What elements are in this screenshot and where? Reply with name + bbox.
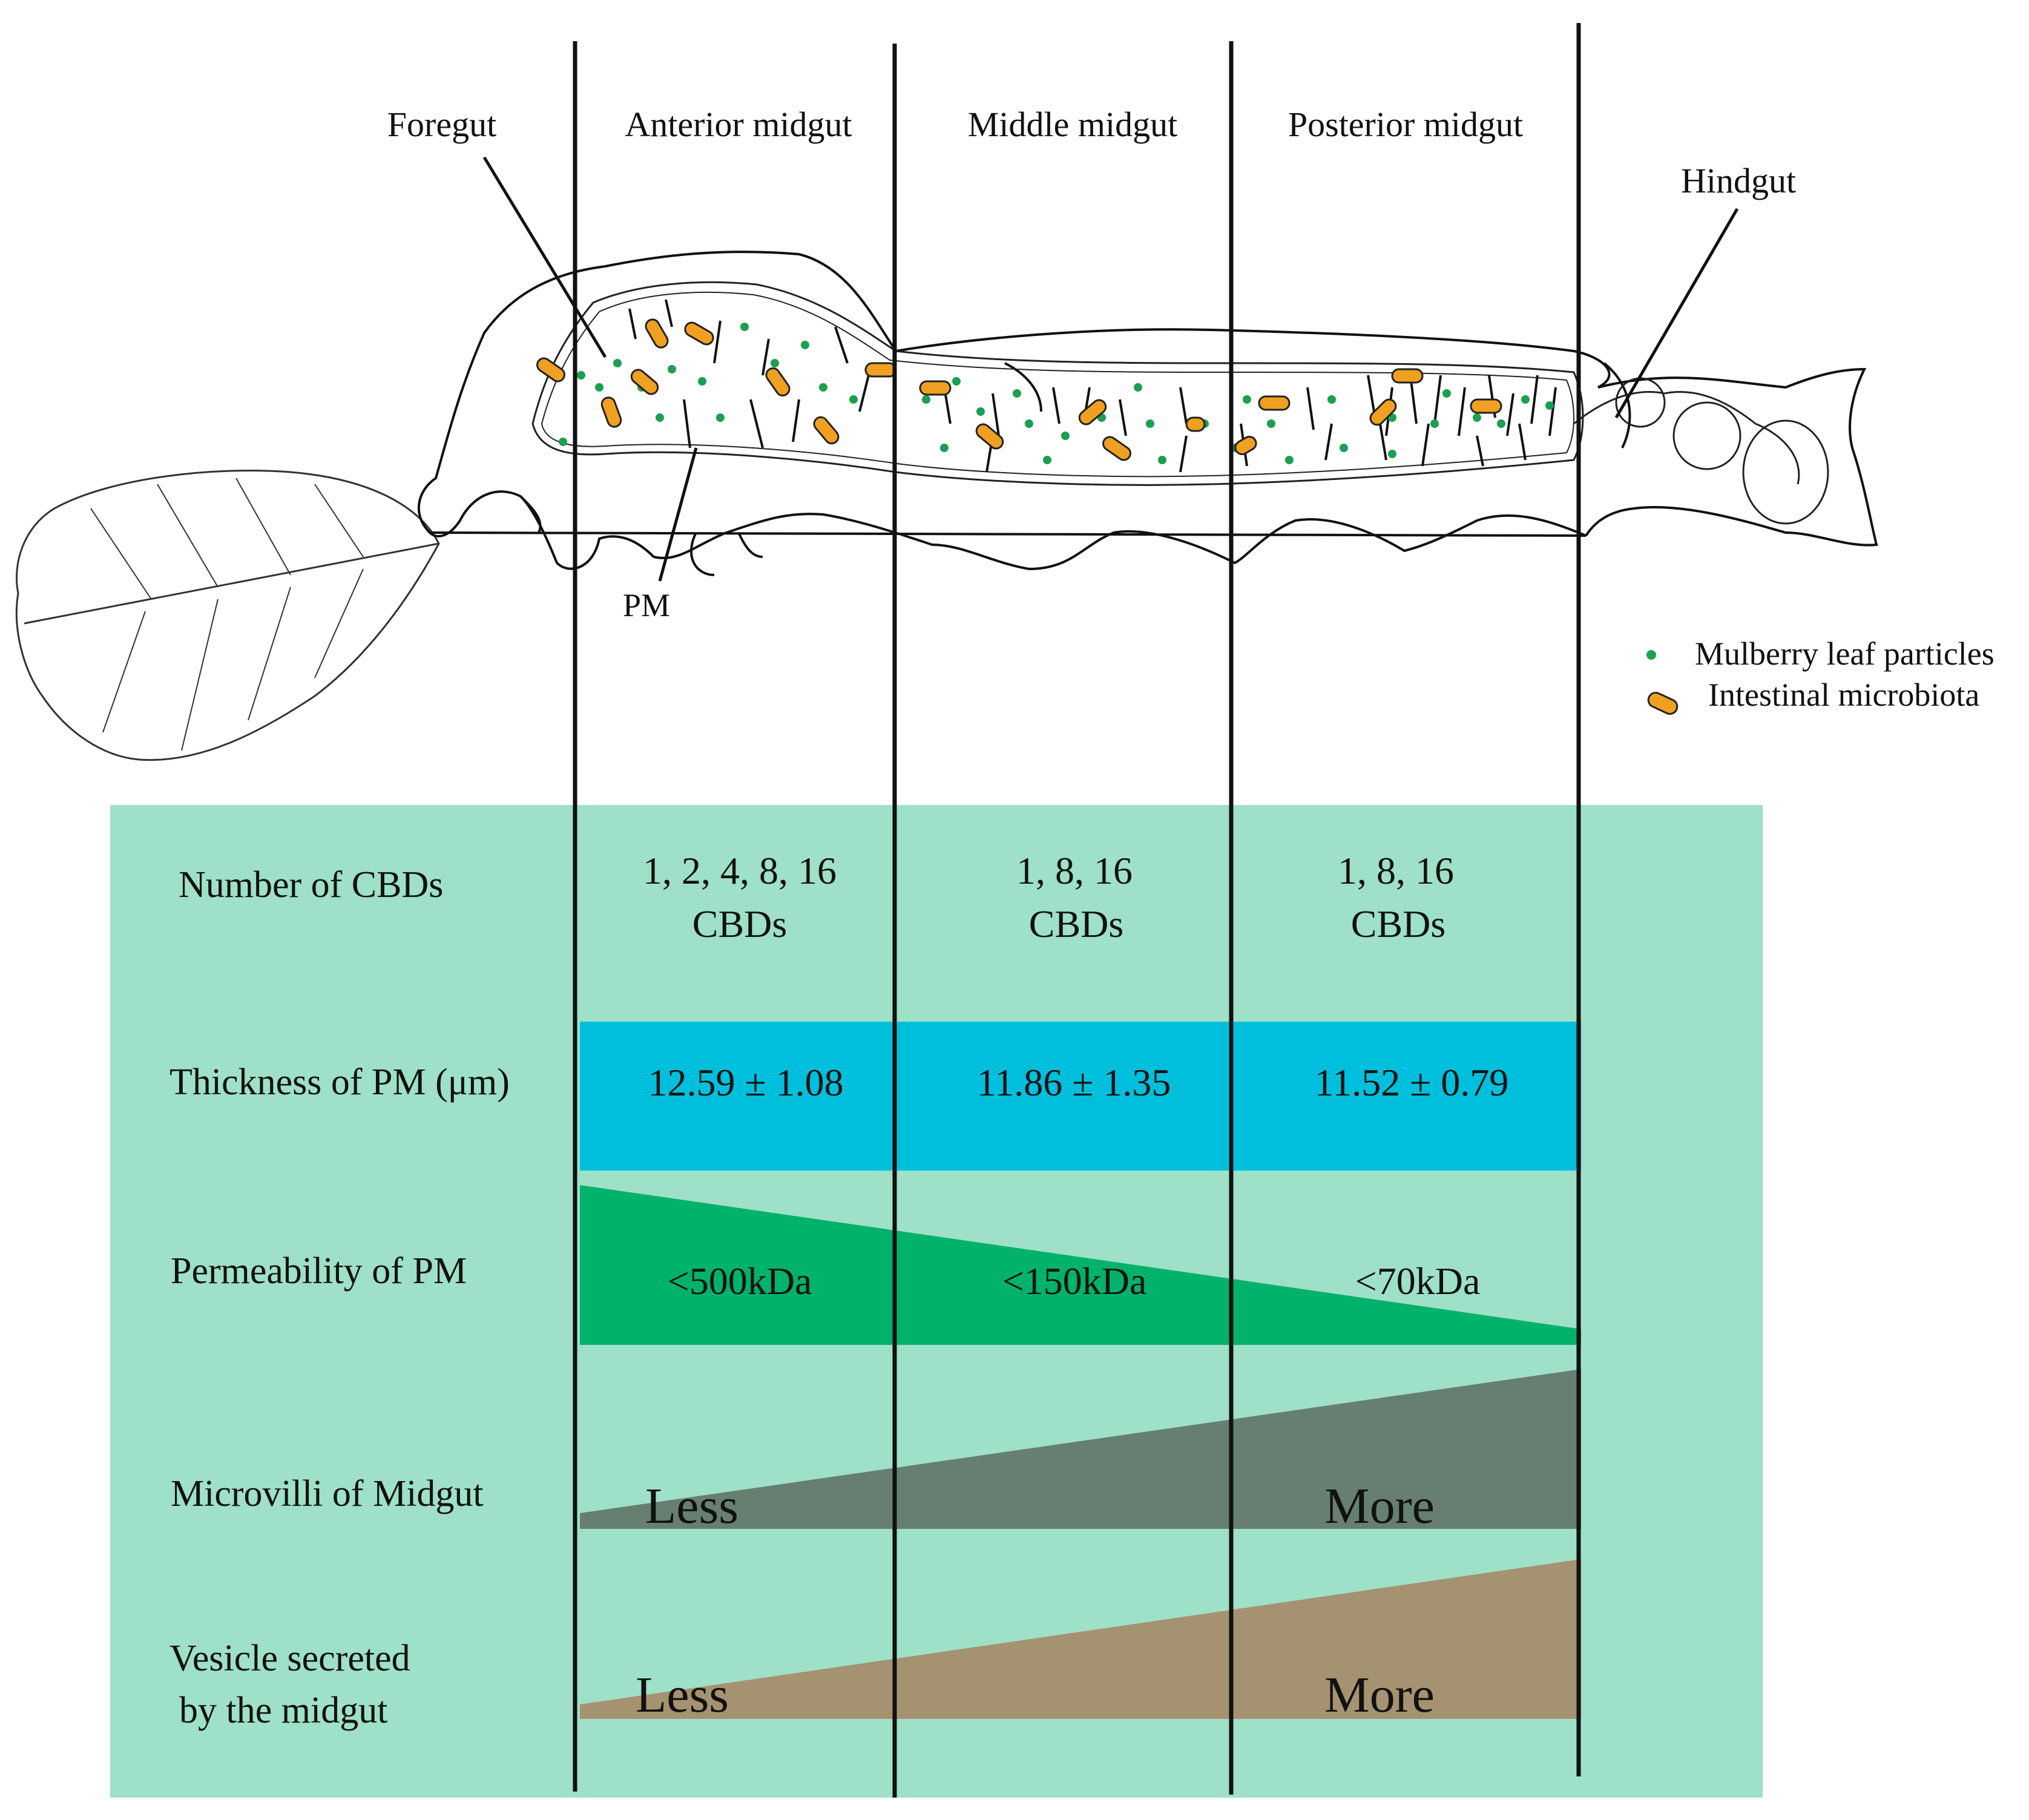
permeability-posterior: <70kDa <box>1355 1260 1481 1303</box>
permeability-wedge <box>580 1185 1581 1345</box>
row-label-permeability: Permeability of PM <box>171 1250 467 1292</box>
intestinal-microbiota <box>536 318 1502 461</box>
mulberry-leaf-icon <box>15 470 440 761</box>
cbd-middle-line1: 1, 8, 16 <box>1016 849 1133 892</box>
middle-midgut-header: Middle midgut <box>968 105 1177 144</box>
thickness-band <box>580 1022 1581 1171</box>
cbd-posterior-line2: CBDs <box>1351 902 1446 945</box>
anterior-midgut-header: Anterior midgut <box>625 105 852 144</box>
pm-label: PM <box>623 587 670 623</box>
row-label-thickness: Thickness of PM (μm) <box>169 1062 510 1103</box>
vesicle-more: More <box>1324 1667 1435 1723</box>
row-label-vesicle-line1: Vesicle secreted <box>169 1638 410 1679</box>
microvilli-less: Less <box>645 1478 738 1534</box>
legend-particles-text: Mulberry leaf particles <box>1695 636 1994 672</box>
posterior-midgut-header: Posterior midgut <box>1288 105 1523 144</box>
permeability-middle: <150kDa <box>1002 1260 1147 1303</box>
caterpillar-body <box>418 251 1878 576</box>
row-label-cbds: Number of CBDs <box>179 864 443 905</box>
thickness-posterior: 11.52 ± 0.79 <box>1315 1061 1509 1104</box>
foregut-label: Foregut <box>387 105 496 144</box>
thickness-middle: 11.86 ± 1.35 <box>977 1061 1171 1104</box>
region-dividers <box>573 23 1581 1798</box>
hindgut-label: Hindgut <box>1681 161 1796 200</box>
microvilli-more: More <box>1324 1478 1435 1534</box>
pointer-lines <box>482 156 1739 582</box>
legend-microbiota-text: Intestinal microbiota <box>1708 677 1979 713</box>
cbd-anterior-line1: 1, 2, 4, 8, 16 <box>643 849 837 892</box>
thickness-anterior: 12.59 ± 1.08 <box>648 1061 843 1104</box>
cbd-anterior-line2: CBDs <box>692 902 788 945</box>
permeability-anterior: <500kDa <box>668 1260 812 1303</box>
microvilli-wedge <box>580 1369 1581 1529</box>
particle-legend-marker <box>1646 650 1656 660</box>
cbd-middle-line2: CBDs <box>1029 902 1124 945</box>
row-label-vesicle-line2: by the midgut <box>179 1690 387 1731</box>
cbd-posterior-line1: 1, 8, 16 <box>1338 849 1454 892</box>
microbiota-legend-marker <box>1647 692 1679 715</box>
vesicle-less: Less <box>636 1667 729 1723</box>
legend: Mulberry leaf particles Intestinal micro… <box>1646 636 1994 715</box>
row-label-microvilli: Microvilli of Midgut <box>171 1473 484 1514</box>
gut-tube <box>531 281 1829 525</box>
vesicle-wedge <box>580 1559 1581 1719</box>
microvilli-strokes <box>628 299 1557 473</box>
